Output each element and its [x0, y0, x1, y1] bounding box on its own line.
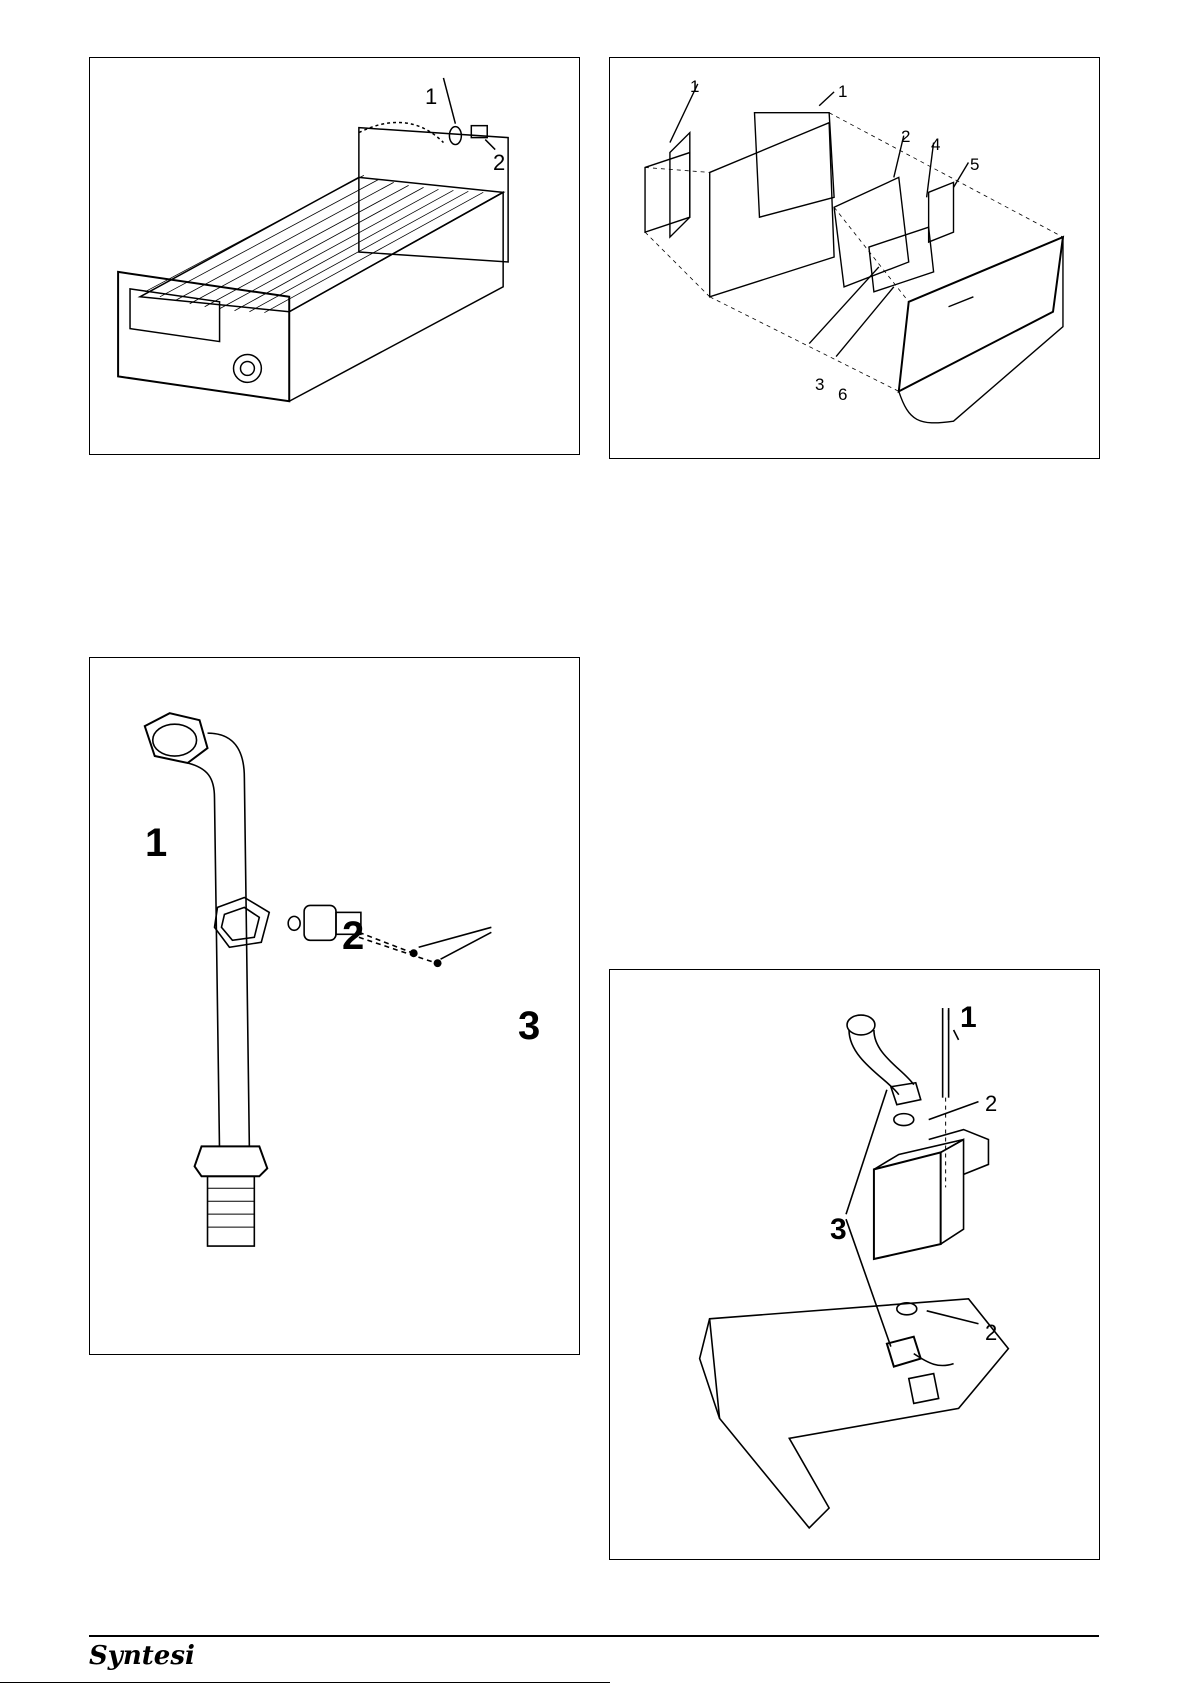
solenoid-valve-drawing — [610, 970, 1099, 1559]
callout-2-upper: 2 — [985, 1093, 997, 1115]
heat-exchanger-drawing — [90, 58, 579, 454]
heat-exchanger-panel: 1 2 — [89, 57, 580, 455]
callout-4: 4 — [931, 136, 940, 153]
solenoid-valve-panel: 1 2 3 2 — [609, 969, 1100, 1560]
callout-1: 1 — [425, 86, 437, 108]
callout-2: 2 — [901, 128, 910, 145]
callout-5: 5 — [970, 156, 979, 173]
callout-1: 1 — [960, 1003, 977, 1033]
callout-2: 2 — [493, 152, 505, 174]
pipe-pressure-switch-panel: 1 2 3 — [89, 657, 580, 1355]
callout-3: 3 — [815, 376, 824, 393]
pipe-pressure-switch-drawing — [90, 658, 579, 1354]
syntesi-logo: Syntesi — [89, 1641, 195, 1671]
footer-rule — [89, 1635, 1099, 1637]
callout-2-lower: 2 — [985, 1322, 997, 1344]
control-panel-panel: 1 1 2 4 5 3 6 — [609, 57, 1100, 459]
callout-1a: 1 — [690, 78, 699, 95]
callout-1b: 1 — [838, 83, 847, 100]
callout-3: 3 — [518, 1006, 540, 1046]
callout-2: 2 — [342, 916, 364, 956]
bottom-rule — [0, 1682, 610, 1683]
callout-1: 1 — [145, 823, 167, 863]
callout-6: 6 — [838, 386, 847, 403]
callout-3: 3 — [830, 1215, 847, 1245]
control-panel-drawing — [610, 58, 1099, 458]
